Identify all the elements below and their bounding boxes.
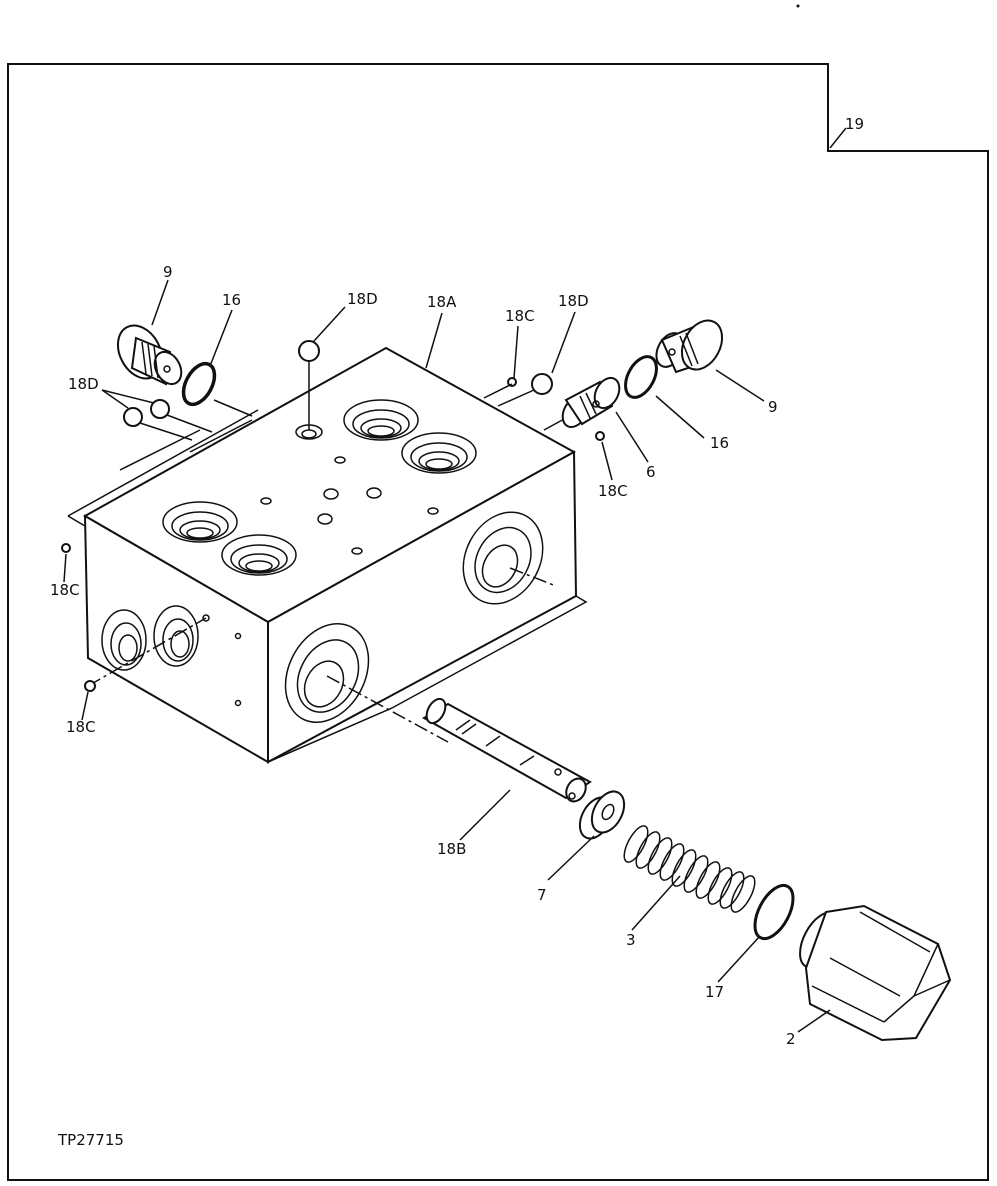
ball-18c-top [507,377,517,387]
ball-18c-right [595,431,605,441]
frame-border [7,63,989,1181]
top-port [343,399,419,441]
callout-17: 17 [705,983,725,1001]
side-port [462,511,544,605]
callout-3: 3 [626,931,636,949]
callout-18a: 18A [427,293,457,311]
ball-18d-left [123,407,143,427]
callout-18b: 18B [437,840,467,858]
callout-16-left: 16 [222,291,242,309]
callout-19: 19 [845,115,865,133]
figure-id: TP27715 [58,1131,124,1149]
ball-18d-topright [531,373,553,395]
callout-9-right: 9 [768,398,778,416]
callout-18c-left-lower: 18C [66,718,96,736]
part-6-check [561,376,621,429]
callout-18c-left-upper: 18C [50,581,80,599]
stray-dot [796,4,800,8]
callout-18d-top: 18D [347,290,378,308]
spool-18b [421,697,592,803]
ball-18d-top [298,340,320,362]
ball-18d-left-2 [150,399,170,419]
spring-3 [623,825,756,913]
front-port [153,605,199,667]
o-ring-16-left [181,361,217,407]
front-port [101,609,147,671]
callout-18c-right: 18C [598,482,628,500]
callout-6: 6 [646,463,656,481]
callout-2: 2 [786,1030,796,1048]
part-7-seat [578,790,626,840]
callout-18d-left: 18D [68,375,99,393]
o-ring-17 [753,883,795,941]
callout-18d-topright: 18D [558,292,589,310]
top-port [221,534,297,576]
leader-19 [829,127,847,149]
spool-bore [284,622,370,724]
callout-7: 7 [537,886,547,904]
cap-2 [799,904,952,1042]
callout-16-right: 16 [710,434,730,452]
callout-18c-top: 18C [505,307,535,325]
top-port [162,501,238,543]
plug-9-right [655,319,724,374]
o-ring-16-right [624,355,658,399]
callout-9-left: 9 [163,263,173,281]
valve-body [67,346,588,764]
plug-9-left [116,324,183,386]
top-port [401,432,477,474]
